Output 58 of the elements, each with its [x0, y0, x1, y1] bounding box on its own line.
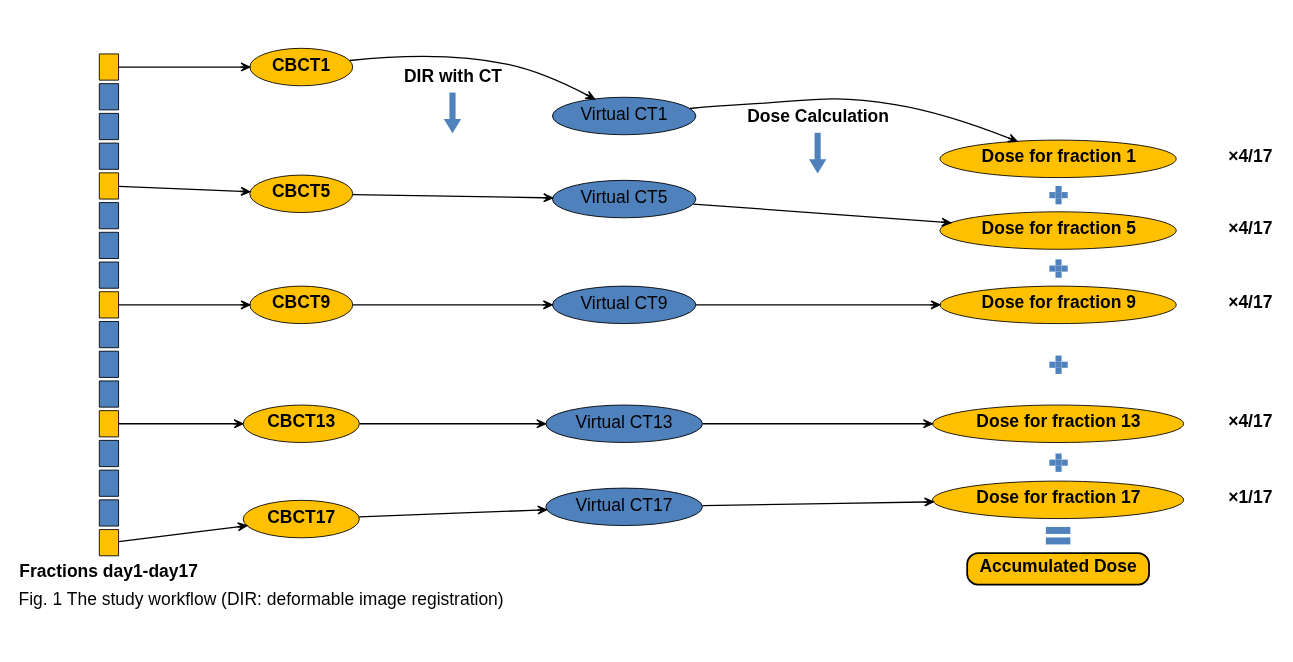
node-ellipse: Dose for fraction 1: [939, 139, 1177, 178]
node-text: Dose Calculation: [747, 106, 889, 127]
label: Fractions day1-day17: [19, 560, 198, 581]
node-label: ×4/17: [1228, 411, 1273, 432]
node-ellipse: CBCT5: [249, 174, 354, 213]
arrow: [118, 419, 244, 429]
node-box: [98, 469, 119, 497]
node-ellipse: Virtual CT9: [551, 285, 697, 325]
arrow: [118, 300, 251, 310]
arrow: [352, 193, 554, 203]
node-box: [98, 112, 119, 141]
node-label: ×4/17: [1228, 146, 1273, 167]
node-box: [98, 172, 119, 200]
node-ellipse: CBCT1: [249, 47, 354, 87]
node-box: [98, 261, 119, 289]
arrow: [808, 132, 827, 174]
node-ellipse: Dose for fraction 9: [939, 285, 1177, 325]
node-text: DIR with CT: [403, 65, 502, 86]
arrow: [701, 497, 934, 507]
node-box: [98, 291, 119, 319]
node-box: [98, 499, 119, 527]
node-label: ×4/17: [1228, 292, 1273, 313]
node-box: [98, 202, 119, 230]
node-ellipse: Virtual CT5: [551, 179, 697, 219]
node-ellipse: Dose for fraction 13: [932, 404, 1185, 443]
node-ellipse: CBCT13: [242, 404, 360, 443]
node-box: [98, 231, 119, 259]
arrow: [692, 203, 952, 227]
caption: Fig. 1 The study workflow (DIR: deformable image registration): [18, 588, 504, 609]
node-ellipse: Virtual CT13: [545, 404, 703, 443]
node-label: ×4/17: [1228, 218, 1273, 239]
node-ellipse: Virtual CT1: [551, 96, 697, 136]
arrow: [695, 300, 941, 310]
node-ellipse: CBCT9: [249, 285, 354, 325]
arrow: [352, 300, 553, 310]
node-box: [98, 350, 119, 378]
arrow: [443, 92, 462, 134]
node-ellipse: CBCT17: [242, 499, 360, 539]
arrow: [118, 522, 248, 543]
node-ellipse: Virtual CT17: [545, 487, 703, 526]
node-box: [98, 53, 119, 81]
node-box: [98, 529, 119, 557]
node-box: [98, 410, 119, 438]
arrow: [118, 62, 251, 72]
arrow: [358, 505, 548, 518]
node-box: [98, 380, 119, 408]
arrow: [349, 55, 596, 100]
arrow: [118, 185, 251, 196]
node-box: [98, 439, 119, 468]
node-ellipse: Dose for fraction 17: [932, 480, 1185, 519]
arrow: [689, 98, 1018, 143]
node-box: [98, 142, 119, 170]
arrow: [358, 419, 547, 429]
arrow: [702, 419, 933, 429]
node-box: Accumulated Dose: [966, 552, 1150, 586]
node-box: [98, 83, 119, 111]
node-box: [98, 321, 119, 349]
node-label: ×1/17: [1228, 487, 1273, 508]
